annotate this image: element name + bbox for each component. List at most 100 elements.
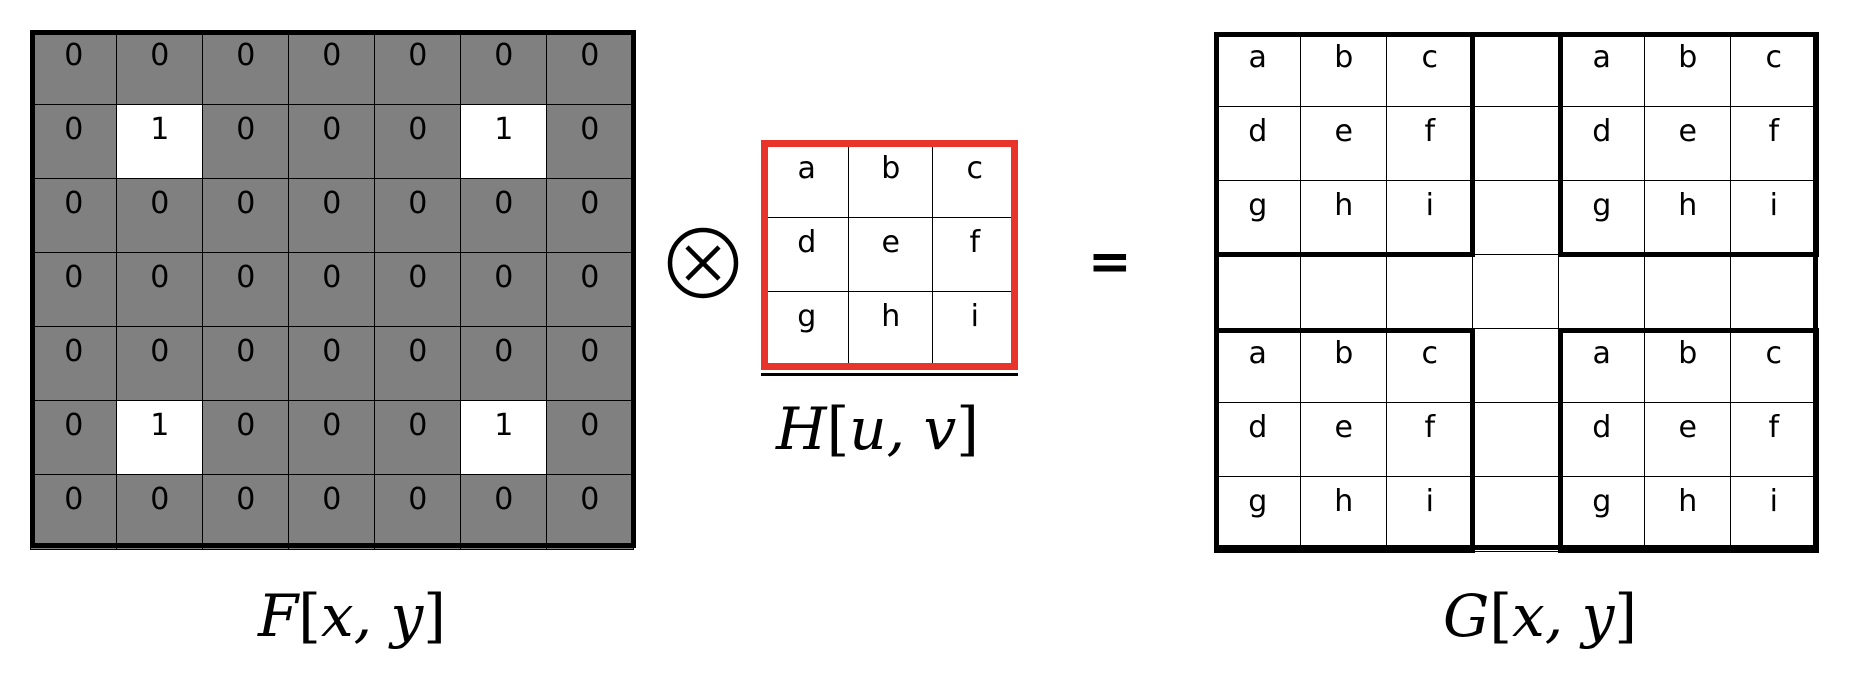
input-grid-cell: 0 (116, 326, 204, 402)
input-grid-cell: 0 (116, 178, 204, 254)
output-grid-cell: f (1386, 106, 1474, 182)
output-grid-cell (1644, 254, 1732, 330)
input-grid-cell: 0 (202, 400, 290, 476)
output-grid-cell (1472, 254, 1560, 330)
output-grid-cell: g (1558, 476, 1646, 552)
output-grid-cell: h (1644, 476, 1732, 552)
input-grid-cell: 0 (374, 178, 462, 254)
input-label-name: F (258, 582, 299, 650)
input-grid-cell: 0 (546, 178, 634, 254)
input-grid-cell: 0 (288, 30, 376, 106)
output-grid-cell: f (1730, 106, 1818, 182)
input-grid-cell: 0 (202, 252, 290, 328)
input-grid-cell: 1 (116, 104, 204, 180)
kernel-grid-cell: g (764, 291, 850, 367)
output-grid-cell: e (1300, 402, 1388, 478)
kernel-label-name: H (776, 395, 827, 463)
input-grid-cell: 0 (460, 178, 548, 254)
output-grid-cell: i (1730, 180, 1818, 256)
input-grid-cell: 0 (460, 30, 548, 106)
input-grid-cell: 0 (30, 326, 118, 402)
input-label: F[x, y] (258, 582, 446, 650)
input-grid-cell: 0 (288, 326, 376, 402)
input-grid-cell: 0 (288, 252, 376, 328)
input-grid-cell: 0 (374, 30, 462, 106)
output-grid-cell: c (1386, 32, 1474, 108)
output-grid-cell: h (1300, 476, 1388, 552)
output-grid-cell: e (1644, 106, 1732, 182)
output-grid-cell: b (1644, 32, 1732, 108)
input-grid-cell: 0 (460, 326, 548, 402)
output-grid-cell: c (1730, 32, 1818, 108)
equals-sign: = (1088, 232, 1132, 292)
output-label: G[x, y] (1443, 582, 1637, 650)
output-grid-cell (1472, 476, 1560, 552)
kernel-grid-cell: h (848, 291, 934, 367)
output-grid-cell: d (1558, 106, 1646, 182)
input-grid-cell: 0 (546, 252, 634, 328)
convolution-operator-icon (667, 227, 739, 299)
input-grid-cell: 0 (546, 30, 634, 106)
output-grid-cell: a (1558, 328, 1646, 404)
input-grid-cell: 0 (116, 30, 204, 106)
output-grid-cell: b (1300, 32, 1388, 108)
output-grid-cell: i (1386, 476, 1474, 552)
output-grid-cell (1214, 254, 1302, 330)
input-grid-cell: 0 (30, 104, 118, 180)
input-grid-cell: 0 (30, 474, 118, 550)
output-grid-cell: f (1730, 402, 1818, 478)
input-grid-cell: 0 (374, 326, 462, 402)
input-grid-cell: 0 (202, 178, 290, 254)
output-grid-cell: e (1300, 106, 1388, 182)
output-grid-cell: g (1214, 476, 1302, 552)
output-grid-cell: c (1730, 328, 1818, 404)
input-grid-cell: 0 (546, 326, 634, 402)
output-grid-cell: a (1558, 32, 1646, 108)
input-grid-cell: 0 (288, 104, 376, 180)
input-grid-cell: 0 (202, 474, 290, 550)
kernel-grid-cell: f (932, 217, 1018, 293)
output-grid-cell: a (1214, 328, 1302, 404)
output-grid-cell (1472, 32, 1560, 108)
output-grid-cell (1558, 254, 1646, 330)
output-grid-cell (1300, 254, 1388, 330)
input-grid-cell: 0 (202, 104, 290, 180)
output-grid-cell: b (1300, 328, 1388, 404)
input-grid-cell: 1 (460, 104, 548, 180)
output-grid-cell: b (1644, 328, 1732, 404)
kernel-grid-cell: c (932, 143, 1018, 219)
kernel-grid-cell: a (764, 143, 850, 219)
output-grid-cell: f (1386, 402, 1474, 478)
input-grid-cell: 0 (30, 400, 118, 476)
output-grid-cell (1472, 106, 1560, 182)
kernel-grid-cell: b (848, 143, 934, 219)
output-grid-cell: e (1644, 402, 1732, 478)
output-grid-cell: g (1214, 180, 1302, 256)
output-grid-cell (1472, 402, 1560, 478)
input-grid-cell: 0 (460, 474, 548, 550)
input-grid-cell: 0 (374, 104, 462, 180)
input-grid-cell: 0 (30, 30, 118, 106)
input-grid-cell: 0 (546, 474, 634, 550)
output-grid-cell (1730, 254, 1818, 330)
output-grid-cell (1472, 180, 1560, 256)
input-grid-cell: 0 (374, 252, 462, 328)
output-grid-cell (1472, 328, 1560, 404)
kernel-label: H[u, v] (776, 395, 979, 463)
kernel-grid-cell: d (764, 217, 850, 293)
output-grid-cell: h (1644, 180, 1732, 256)
input-grid-cell: 0 (374, 400, 462, 476)
output-grid-cell: i (1386, 180, 1474, 256)
output-grid-cell: d (1558, 402, 1646, 478)
input-grid-cell: 0 (202, 30, 290, 106)
kernel-underline (761, 373, 1018, 376)
input-grid-cell: 0 (546, 104, 634, 180)
output-grid-cell: a (1214, 32, 1302, 108)
output-grid-cell: c (1386, 328, 1474, 404)
input-grid-cell: 0 (30, 252, 118, 328)
input-grid-cell: 0 (288, 178, 376, 254)
kernel-grid-cell: e (848, 217, 934, 293)
output-grid-cell: d (1214, 402, 1302, 478)
output-label-name: G (1443, 582, 1490, 650)
input-grid-cell: 1 (460, 400, 548, 476)
